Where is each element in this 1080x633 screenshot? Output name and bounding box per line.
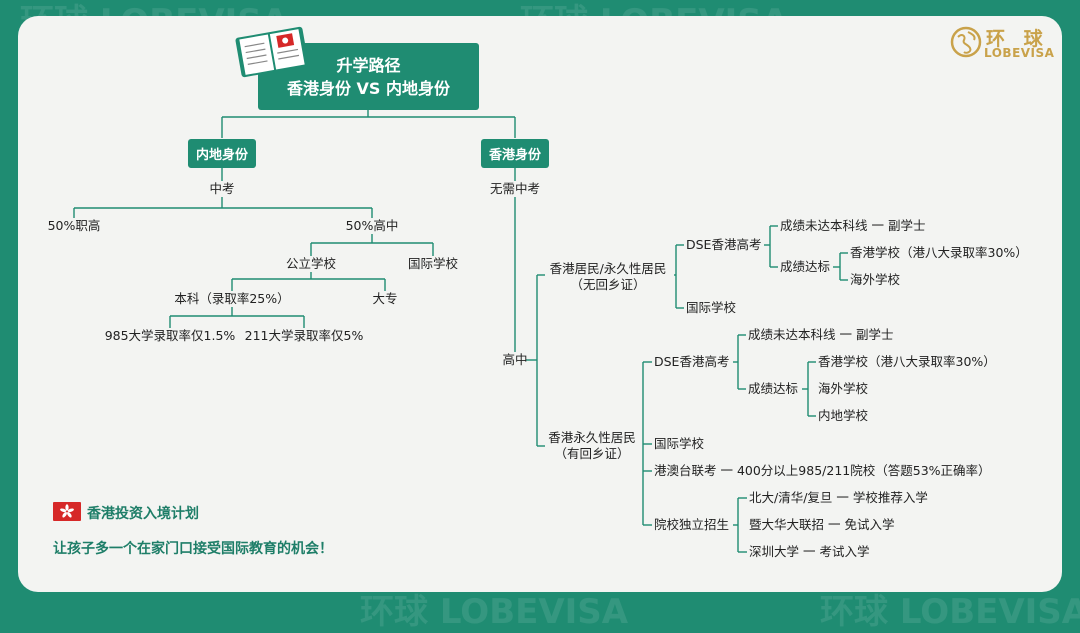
node-hk-resident-note: （无回乡证）: [570, 277, 646, 292]
footer-plan: 香港投资入境计划: [87, 506, 199, 522]
node-public-school: 公立学校: [285, 256, 337, 271]
node-intl-a: 国际学校: [686, 300, 737, 315]
node-985: 985大学录取率仅1.5%: [104, 328, 236, 343]
node-dse-b: DSE香港高考: [654, 354, 730, 369]
node-dse-b-mainland: 内地学校: [818, 408, 869, 423]
logo-cn: 环 球: [986, 28, 1049, 50]
tree-connectors: [73, 110, 848, 553]
content-card: [18, 16, 1062, 592]
node-ind-1: 北大/清华/复旦 一 学校推荐入学: [749, 490, 928, 505]
node-bachelor: 本科（录取率25%）: [174, 291, 290, 306]
node-no-zhongkao: 无需中考: [489, 181, 541, 196]
footer-slogan: 让孩子多一个在家门口接受国际教育的机会！: [53, 541, 333, 557]
node-dse-a-hk-school: 香港学校（港八大录取率30%）: [850, 245, 1028, 260]
node-hk-resident: 香港居民/永久性居民: [549, 261, 667, 276]
tag-hk-identity: 香港身份: [480, 139, 550, 168]
node-independent-admission: 院校独立招生: [654, 517, 730, 532]
node-junior-college: 大专: [372, 291, 398, 306]
node-hk-high-school: 高中: [502, 352, 528, 367]
node-vocational: 50%职高: [47, 218, 101, 233]
book-icon: [235, 26, 309, 78]
node-ind-2: 暨大华大联招 一 免试入学: [749, 517, 895, 532]
node-dse-b-pass: 成绩达标: [748, 381, 799, 396]
logo-en: LOBEVISA: [984, 46, 1055, 60]
title-line-1: 升学路径: [336, 55, 401, 75]
node-intl-school: 国际学校: [407, 256, 459, 271]
globe-icon: [950, 26, 982, 58]
brand-logo: 环 球 LOBEVISA: [950, 26, 1058, 64]
node-intl-b: 国际学校: [654, 436, 705, 451]
node-joint-exam: 港澳台联考 一 400分以上985/211院校（答题53%正确率）: [654, 463, 991, 478]
hk-flag-icon: [53, 502, 81, 521]
node-dse-a-fail: 成绩未达本科线 一 副学士: [780, 218, 926, 233]
node-dse-b-overseas: 海外学校: [818, 381, 869, 396]
node-dse-a: DSE香港高考: [686, 237, 762, 252]
node-dse-a-pass: 成绩达标: [780, 259, 831, 274]
node-dse-b-fail: 成绩未达本科线 一 副学士: [748, 327, 894, 342]
node-dse-a-overseas: 海外学校: [850, 272, 901, 287]
tag-mainland-identity: 内地身份: [187, 139, 257, 168]
title-line-2: 香港身份 VS 内地身份: [286, 78, 451, 98]
node-211: 211大学录取率仅5%: [244, 328, 364, 343]
node-dse-b-hk-school: 香港学校（港八大录取率30%）: [818, 354, 996, 369]
node-high-school: 50%高中: [345, 218, 399, 233]
node-hk-permanent-note: （有回乡证）: [554, 446, 630, 461]
node-hk-permanent: 香港永久性居民: [548, 430, 636, 445]
node-ind-3: 深圳大学 一 考试入学: [749, 544, 870, 559]
node-zhongkao: 中考: [209, 181, 235, 196]
